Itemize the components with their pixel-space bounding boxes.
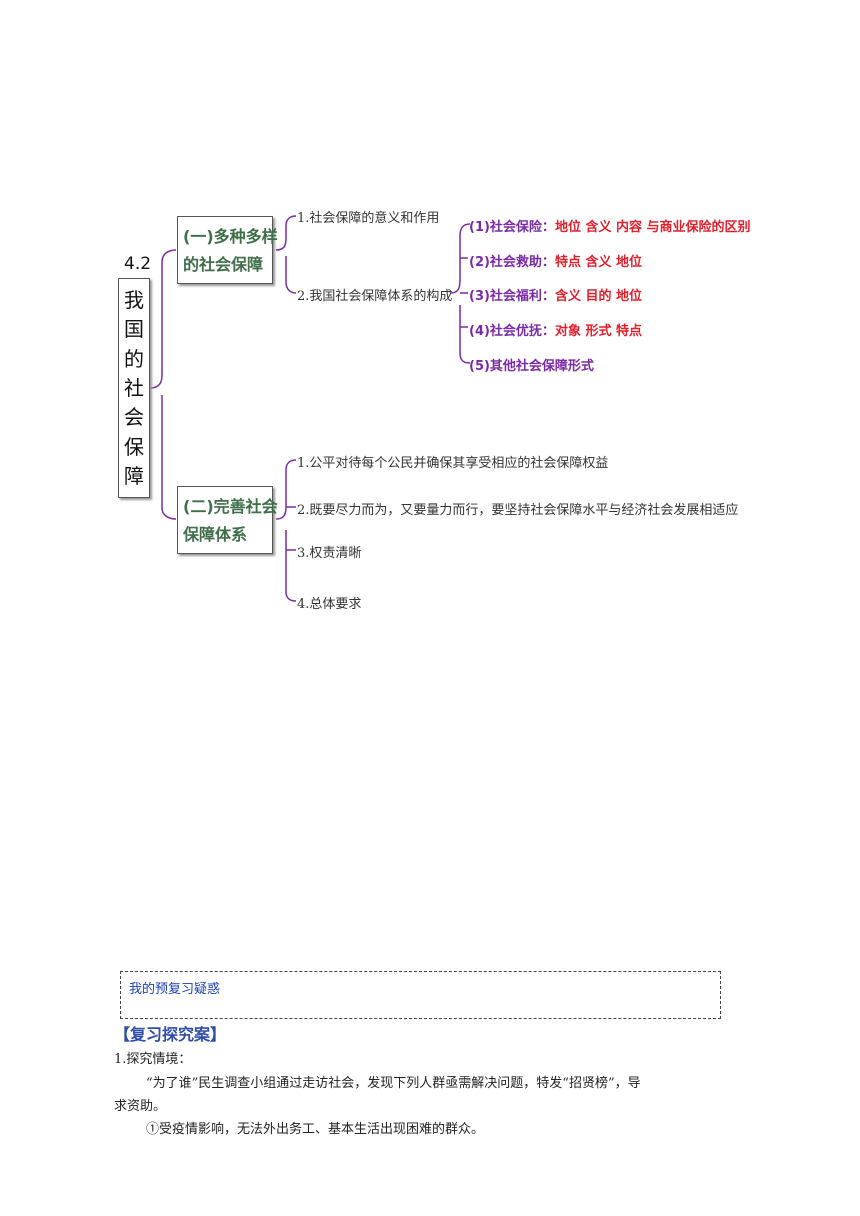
section-title: 【复习探究案】 [114,1025,227,1044]
branch-2-item: 2.既要尽力而为，又要量力而行，要坚持社会保障水平与经济社会发展相适应 [297,503,739,518]
body-paragraph-line: “为了谁”民生调查小组通过走访社会，发现下列人群亟需解决问题，特发“招贤榜”，导 [146,1076,641,1091]
mindmap-root-number: 4.2 [124,254,152,274]
branch-1-box: (一)多种多样 的社会保障 [177,216,278,284]
body-paragraph-line: 求资助。 [114,1099,167,1114]
branch-1-line: (一)多种多样 [183,227,278,246]
root-char: 的 [124,346,144,371]
branch-1-item: 2.我国社会保障体系的构成 [297,289,453,304]
mindmap-root-box: 我 国 的 社 会 保 障 [118,278,150,498]
subitem-label: (5)其他社会保障形式 [469,359,594,374]
subitem: (3)社会福利：含义 目的 地位 [469,285,642,304]
subitem: (4)社会优抚：对象 形式 特点 [469,320,642,339]
body-list-item: ①受疫情影响，无法外出务工、基本生活出现困难的群众。 [146,1122,485,1137]
pre-review-doubts-label: 我的预复习疑惑 [129,982,221,997]
branch-1-line: 的社会保障 [183,255,264,274]
branch-2-line: 保障体系 [183,525,248,544]
subitem-label: (2)社会救助： [469,255,555,270]
subitem-label: (4)社会优抚： [469,324,555,339]
subitem: (2)社会救助：特点 含义 地位 [469,251,642,270]
subitem-detail: 对象 形式 特点 [554,324,642,339]
branch-2-line: (二)完善社会 [183,497,278,516]
branch-1-item: 1.社会保障的意义和作用 [297,211,440,226]
subitem-detail: 特点 含义 地位 [554,255,642,270]
subitem-label: (3)社会福利： [469,289,555,304]
root-char: 保 [124,434,144,459]
subitem-label: (1)社会保险： [469,220,555,235]
root-char: 我 [124,287,144,312]
subitem: (5)其他社会保障形式 [469,355,594,374]
pre-review-doubts-box[interactable]: 我的预复习疑惑 [120,971,721,1019]
branch-2-item: 3.权责清晰 [297,546,362,561]
subitem: (1)社会保险：地位 含义 内容 与商业保险的区别 [469,216,751,235]
body-heading: 1.探究情境： [114,1052,192,1067]
branch-2-box: (二)完善社会 保障体系 [177,486,278,554]
subitem-detail: 含义 目的 地位 [554,289,642,304]
subitem-detail: 地位 含义 内容 与商业保险的区别 [554,220,751,235]
branch-2-item: 1.公平对待每个公民并确保其享受相应的社会保障权益 [297,456,609,471]
branch-2-item: 4.总体要求 [297,597,362,612]
root-char: 会 [124,405,144,430]
root-char: 国 [124,317,144,342]
root-char: 障 [124,464,144,489]
root-char: 社 [124,375,144,400]
